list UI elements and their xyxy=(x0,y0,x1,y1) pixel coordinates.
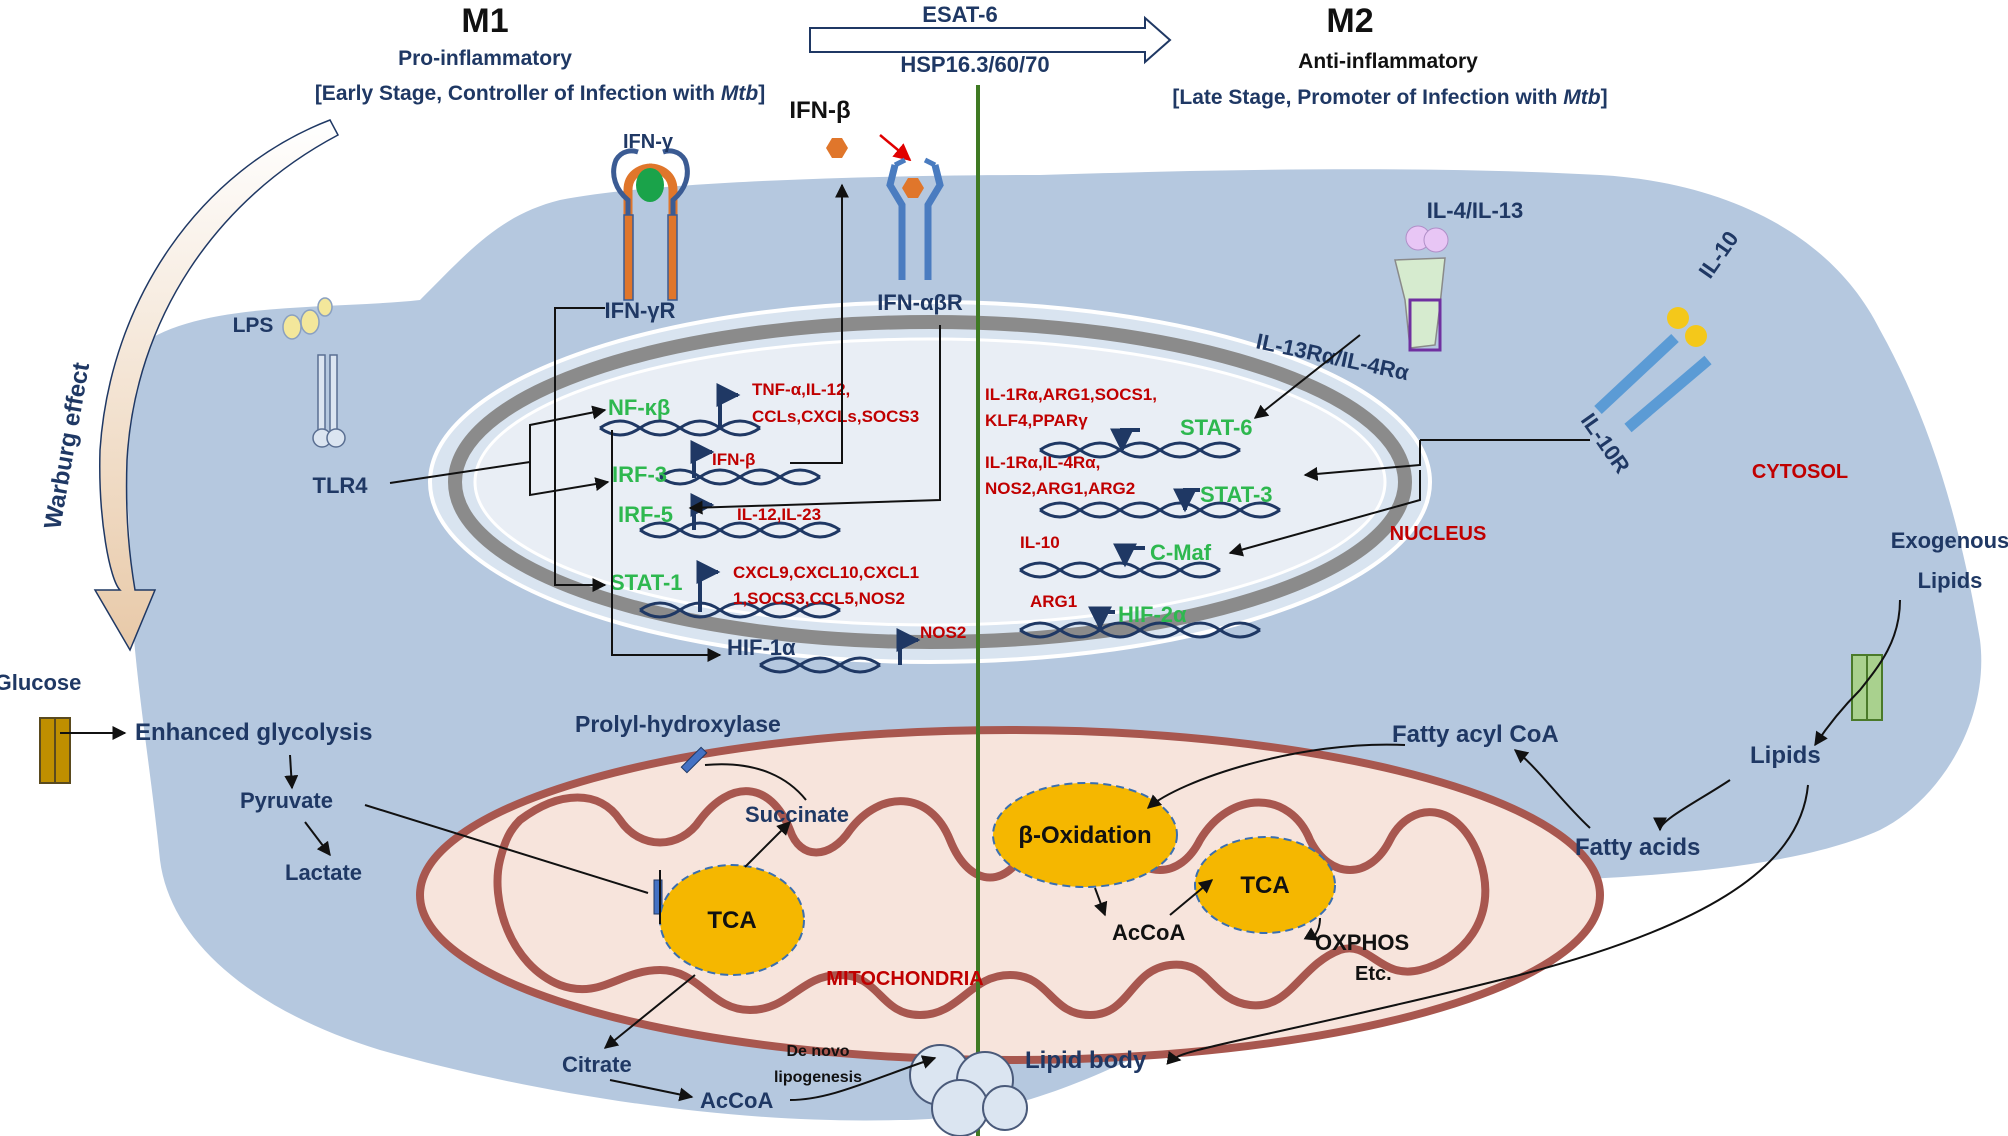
ifn-ab-receptor xyxy=(886,157,944,280)
genes-stat6-2: KLF4,PPARγ xyxy=(985,411,1088,430)
tlr4-receptor xyxy=(312,354,346,448)
warburg-label: Warburg effect xyxy=(39,360,95,531)
denovo-line1: De novo xyxy=(786,1043,849,1060)
accoa-bottom-label: AcCoA xyxy=(700,1088,773,1113)
m1-subtitle: Pro-inflammatory xyxy=(398,47,572,70)
beta-oxidation-label: β-Oxidation xyxy=(1018,822,1151,849)
il13-il4-receptor-base xyxy=(1408,298,1442,352)
m2-stage-mtb: Mtb xyxy=(1563,86,1600,109)
il13-il4-receptor xyxy=(1394,257,1446,349)
nucleus-label: NUCLEUS xyxy=(1390,523,1487,545)
esat6-label: ESAT-6 xyxy=(922,2,997,27)
ifn-beta-hexagon-bound xyxy=(902,178,924,198)
nucleus-inner xyxy=(473,337,1387,627)
ifn-gamma-label: IFN-γ xyxy=(623,131,674,153)
oxphos-label: OXPHOS xyxy=(1315,930,1409,955)
lps-label: LPS xyxy=(233,314,274,337)
signal-connectors xyxy=(389,183,1590,662)
lipids-label: Lipids xyxy=(1750,742,1821,769)
genes-stat3-1: IL-1Rα,IL-4Rα, xyxy=(985,453,1100,472)
tf-nfkb: NF-κβ xyxy=(608,395,670,420)
beta-oxidation xyxy=(992,782,1178,888)
genes-hif1a: NOS2 xyxy=(920,623,966,642)
m2-title: M2 xyxy=(1326,2,1373,40)
glycolysis-label: Enhanced glycolysis xyxy=(135,719,372,746)
pyruvate-label: Pyruvate xyxy=(240,788,333,813)
tf-hif1a: HIF-1α xyxy=(727,635,796,660)
mitochondria-label: MITOCHONDRIA xyxy=(826,968,983,990)
prolyl-label: Prolyl-hydroxylase xyxy=(575,711,781,737)
cytosol-label: CYTOSOL xyxy=(1752,461,1848,483)
metabolic-connectors xyxy=(60,599,1901,1102)
citrate-label: Citrate xyxy=(562,1052,632,1077)
m2-stage-close: ] xyxy=(1601,86,1608,109)
tf-irf5: IRF-5 xyxy=(618,502,673,527)
ifn-gamma-r-label: IFN-γR xyxy=(605,298,676,323)
genes-stat1-2: 1,SOCS3,CCL5,NOS2 xyxy=(733,589,905,608)
ifn-gamma-ligand xyxy=(636,168,664,202)
mitochondria-cristae xyxy=(493,787,1490,1020)
genes-irf5: IL-12,IL-23 xyxy=(737,505,821,524)
tca-right xyxy=(1194,836,1336,934)
genes-stat3-2: NOS2,ARG1,ARG2 xyxy=(985,479,1135,498)
ifn-ab-r-label: IFN-αβR xyxy=(877,290,963,315)
m2-subtitle: Anti-inflammatory xyxy=(1298,50,1478,73)
mitochondria-outer xyxy=(416,726,1604,1064)
accoa-right-label: AcCoA xyxy=(1112,920,1185,945)
il10r-chain-1 xyxy=(1594,333,1679,415)
exogenous-lipids-line2: Lipids xyxy=(1918,568,1983,593)
m1-stage: [Early Stage, Controller of Infection wi… xyxy=(315,82,765,105)
il10-ligand-2 xyxy=(1685,325,1707,347)
il10r-chain-2 xyxy=(1624,355,1712,433)
tf-stat1: STAT-1 xyxy=(610,570,683,595)
m1-title: M1 xyxy=(461,2,508,40)
succinate-label: Succinate xyxy=(745,802,849,827)
genes-cmaf: IL-10 xyxy=(1020,533,1060,552)
tf-hif2a: HIF-2α xyxy=(1118,602,1187,627)
genes-irf3: IFN-β xyxy=(712,450,755,469)
lps-ligand-3 xyxy=(317,297,333,317)
m1-stage-text: [Early Stage, Controller of Infection wi… xyxy=(315,82,721,105)
il10-ligand-1 xyxy=(1667,307,1689,329)
genes-hif2a: ARG1 xyxy=(1030,592,1077,611)
tca-right-label: TCA xyxy=(1240,872,1289,899)
ifn-beta-hexagon-free xyxy=(826,138,848,158)
genes-nfkb-2: CCLs,CXCLs,SOCS3 xyxy=(752,407,919,426)
genes-nfkb-1: TNF-α,IL-12, xyxy=(752,380,850,399)
denovo-line2: lipogenesis xyxy=(774,1069,862,1086)
prolyl-hydroxylase-bar xyxy=(680,746,708,774)
m2-stage-text: [Late Stage, Promoter of Infection with xyxy=(1172,86,1563,109)
tca-left-label: TCA xyxy=(707,907,756,934)
exogenous-lipids-line1: Exogenous xyxy=(1891,528,2008,553)
m1-stage-mtb: Mtb xyxy=(721,82,758,105)
fatty-acids-label: Fatty acids xyxy=(1575,834,1700,861)
tf-irf3: IRF-3 xyxy=(612,462,667,487)
lipid-body-label: Lipid body xyxy=(1025,1047,1147,1074)
il13-ligand xyxy=(1423,227,1449,253)
fatty-acyl-label: Fatty acyl CoA xyxy=(1392,721,1559,748)
il4-il13-label: IL-4/IL-13 xyxy=(1427,198,1524,223)
polarization-arrow xyxy=(809,15,1172,65)
tf-cmaf: C-Maf xyxy=(1150,540,1212,565)
glucose-label: Glucose xyxy=(0,670,81,695)
warburg-arrow xyxy=(93,119,340,652)
etc-label: Etc. xyxy=(1355,963,1392,985)
ifn-gamma-receptor xyxy=(611,148,690,301)
genes-stat6-1: IL-1Rα,ARG1,SOCS1, xyxy=(985,385,1157,404)
ifn-beta-binding-arrow xyxy=(879,134,912,162)
tf-stat6: STAT-6 xyxy=(1180,415,1253,440)
m1-stage-close: ] xyxy=(758,82,765,105)
pyruvate-inhibition-bar xyxy=(653,879,663,915)
nucleus-middle-ring xyxy=(448,315,1412,649)
tlr4-label: TLR4 xyxy=(313,473,369,498)
lps-ligand-2 xyxy=(300,309,320,335)
hsp-label: HSP16.3/60/70 xyxy=(900,52,1049,77)
m2-stage: [Late Stage, Promoter of Infection with … xyxy=(1172,86,1607,109)
genes-stat1-1: CXCL9,CXCL10,CXCL1 xyxy=(733,563,919,582)
tf-stat3: STAT-3 xyxy=(1200,482,1273,507)
lactate-label: Lactate xyxy=(285,860,362,885)
lps-ligand-1 xyxy=(282,314,302,340)
ifn-beta-label: IFN-β xyxy=(789,97,850,124)
